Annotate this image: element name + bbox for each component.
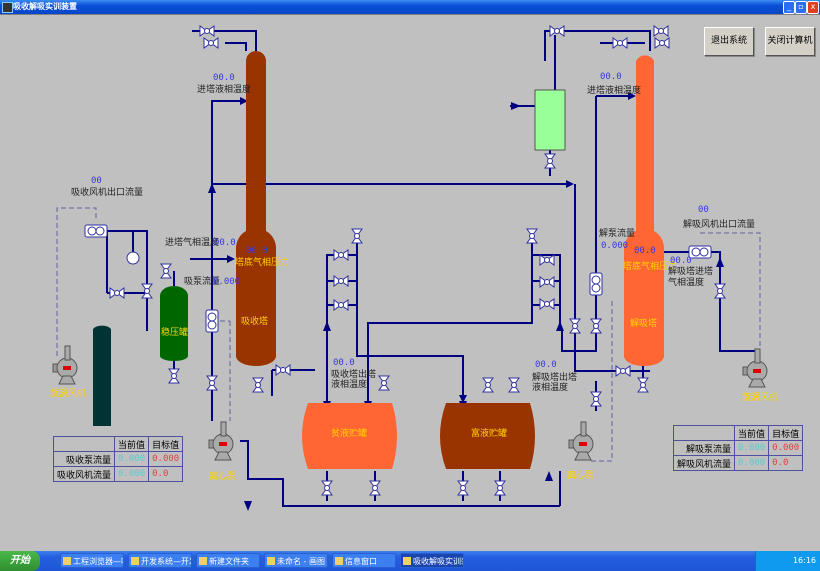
folder-icon (199, 557, 207, 565)
app-icon (335, 557, 343, 565)
dark-column (93, 325, 111, 426)
abs-pump-flow-value: 0.000 (213, 277, 241, 287)
table-row: 解吸泵流量 0.000 0.000 (672, 440, 804, 456)
lean-tank[interactable] (302, 403, 397, 469)
rich-tank[interactable] (440, 403, 535, 469)
des-outlet-temp-label2: 液相温度 (532, 383, 569, 393)
target-value[interactable]: 0.000 (768, 440, 804, 456)
row-label: 解吸泵流量 (672, 440, 736, 456)
current-value: 0.000 (114, 466, 150, 482)
abs-bottom-pressure-label: 塔底气相压力 (235, 258, 290, 268)
process-canvas: 00.0 进塔液相温度 00 吸收风机出口流量 进塔气相温度 00.0 00.0… (0, 14, 820, 551)
pipes (106, 30, 755, 507)
absorber-column[interactable] (235, 51, 277, 366)
app-icon (2, 2, 13, 13)
des-outlet-temp-value: 00.0 (535, 360, 557, 370)
table-row: 吸收风机流量 0.000 0.0 (52, 466, 184, 482)
des-pump-flow-value: 0.000 (601, 241, 629, 251)
app-icon (131, 557, 139, 565)
paint-icon (267, 557, 275, 565)
taskbar: 开始 工程浏览器—吸... 开发系统—开发系统 新建文件夹 未命名 - 画图 信… (0, 551, 820, 571)
abs-inlet-gas-temp-label: 进塔气相温度 (165, 238, 220, 248)
clock: 16:16 (792, 556, 816, 565)
system-tray: 16:16 (755, 551, 820, 571)
app-icon (403, 557, 411, 565)
current-value: 0.000 (114, 451, 150, 467)
title-bar: 吸收解吸实训装置 _ ▫ x (0, 0, 820, 14)
rich-tank-label: 富液贮罐 (471, 429, 508, 439)
abs-outlet-temp-label1: 吸收塔出塔 (331, 370, 377, 380)
abs-bottom-pressure-value: 00.0 (246, 246, 268, 256)
rotameter-icon (126, 251, 140, 265)
process-diagram (52, 25, 768, 511)
des-bottom-pressure-value: 00.0 (634, 246, 656, 256)
current-value: 0.000 (734, 455, 770, 471)
vortex-fan-left-label: 旋涡风机 (50, 389, 87, 399)
row-label: 解吸风机流量 (672, 455, 736, 471)
abs-inlet-liquid-temp-value: 00.0 (213, 73, 235, 83)
exit-system-button[interactable]: 退出系统 (704, 27, 754, 56)
header-current: 当前值 (734, 425, 770, 441)
start-button[interactable]: 开始 (0, 551, 40, 571)
surge-tank[interactable] (160, 286, 188, 361)
target-value[interactable]: 0.000 (148, 451, 184, 467)
header-empty (672, 425, 736, 441)
abs-outlet-temp-value: 00.0 (333, 358, 355, 368)
des-pump-flow-label: 解泵流量 (599, 229, 636, 239)
desorption-data-table: 当前值 目标值 解吸泵流量 0.000 0.000 解吸风机流量 0.000 0… (672, 425, 804, 471)
des-fan-flow-value: 00 (698, 205, 709, 215)
current-value: 0.000 (734, 440, 770, 456)
pump-left-label: 离心泵 (209, 472, 237, 482)
abs-fan-flow-value: 00 (91, 176, 102, 186)
des-outlet-temp-label1: 解吸塔出塔 (532, 373, 578, 383)
task-button[interactable]: 信息窗口 (332, 553, 396, 568)
table-row: 解吸风机流量 0.000 0.0 (672, 455, 804, 471)
table-row: 吸收泵流量 0.000 0.000 (52, 451, 184, 467)
header-target: 目标值 (768, 425, 804, 441)
desorber-label: 解吸塔 (630, 319, 658, 329)
task-button[interactable]: 工程浏览器—吸... (60, 553, 124, 568)
task-button-active[interactable]: 吸收解吸实训装置 (400, 553, 464, 568)
des-inlet-liquid-temp-label: 进塔液相温度 (587, 86, 642, 96)
absorption-data-table: 当前值 目标值 吸收泵流量 0.000 0.000 吸收风机流量 0.000 0… (52, 436, 184, 482)
abs-inlet-gas-temp-value: 00.0 (214, 238, 236, 248)
des-inlet-liquid-temp-value: 00.0 (600, 72, 622, 82)
close-button[interactable]: x (807, 1, 819, 14)
des-inlet-gas-temp-label1: 解吸塔进塔 (668, 267, 714, 277)
centrifugal-pump-right-icon[interactable] (568, 421, 594, 461)
des-inlet-gas-temp-value: 00.0 (670, 256, 692, 266)
row-label: 吸收风机流量 (52, 466, 116, 482)
des-fan-flow-label: 解吸风机出口流量 (683, 220, 756, 230)
task-button[interactable]: 新建文件夹 (196, 553, 260, 568)
header-target: 目标值 (148, 436, 184, 452)
des-inlet-gas-temp-label2: 气相温度 (668, 278, 705, 288)
lean-tank-label: 贫液贮罐 (331, 429, 368, 439)
separator-tank[interactable] (534, 89, 566, 151)
des-bottom-pressure-label: 塔底气相压力 (623, 262, 678, 272)
task-button[interactable]: 开发系统—开发系统 (128, 553, 192, 568)
minimize-button[interactable]: _ (783, 1, 795, 14)
header-empty (52, 436, 116, 452)
pump-right-label: 离心泵 (567, 471, 595, 481)
absorber-label: 吸收塔 (241, 317, 269, 327)
target-value[interactable]: 0.0 (768, 455, 804, 471)
abs-outlet-temp-label2: 液相温度 (331, 380, 368, 390)
centrifugal-pump-left-icon[interactable] (208, 421, 234, 461)
vortex-fan-right-icon[interactable] (742, 348, 768, 388)
target-value[interactable]: 0.0 (148, 466, 184, 482)
abs-inlet-liquid-temp-label: 进塔液相温度 (197, 85, 252, 95)
restore-button[interactable]: ▫ (795, 1, 807, 14)
header-current: 当前值 (114, 436, 150, 452)
desorber-column[interactable] (624, 55, 665, 366)
shutdown-button[interactable]: 关闭计算机 (765, 27, 815, 56)
abs-pump-flow-label: 吸泵流量 (184, 277, 221, 287)
task-button[interactable]: 未命名 - 画图 (264, 553, 328, 568)
surge-tank-label: 稳压罐 (161, 328, 189, 338)
row-label: 吸收泵流量 (52, 451, 116, 467)
abs-fan-flow-label: 吸收风机出口流量 (71, 188, 144, 198)
vortex-fan-right-label: 旋涡风机 (742, 393, 779, 403)
app-icon (63, 557, 71, 565)
window-title: 吸收解吸实训装置 (13, 2, 77, 11)
